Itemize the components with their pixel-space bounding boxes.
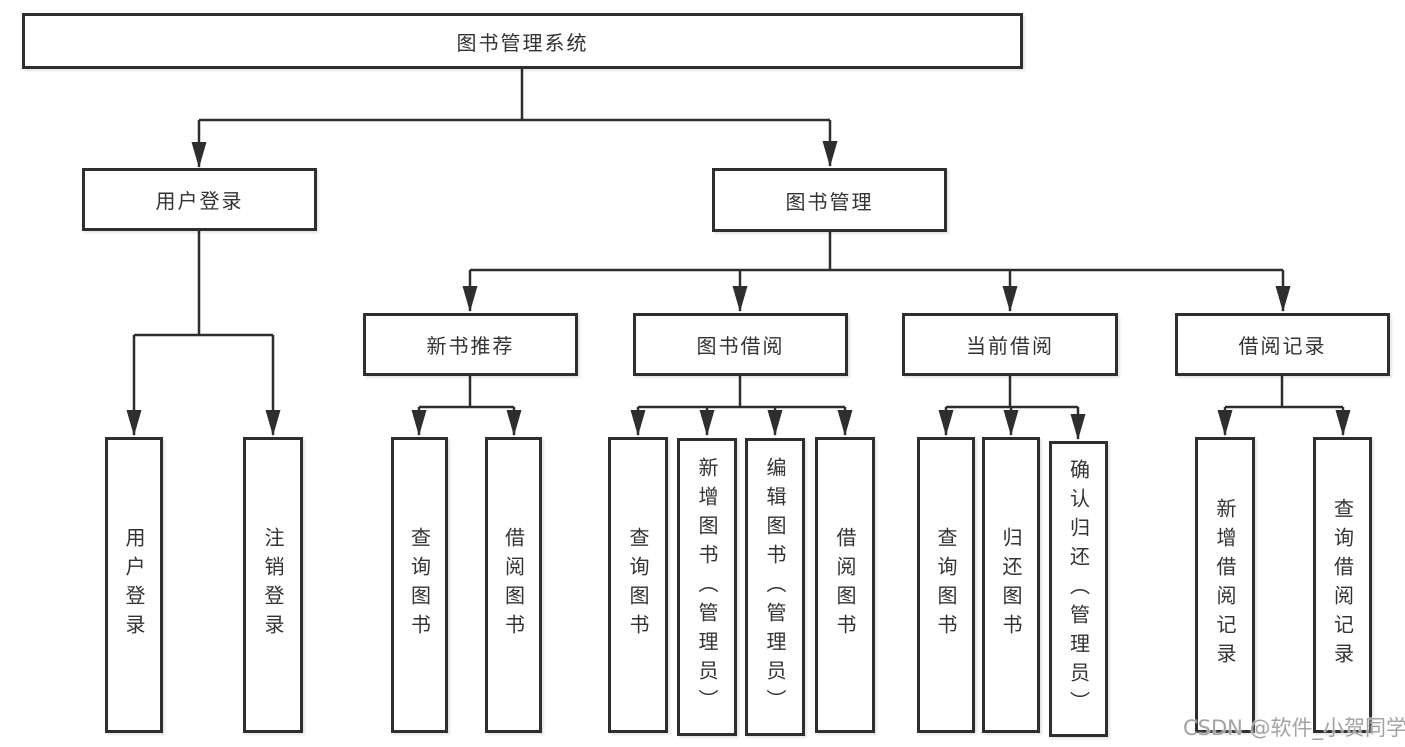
node-user-login: 用户登录 (82, 168, 317, 231)
node-new-book-recommend: 新书推荐 (363, 313, 578, 376)
leaf-edit-books-admin: 编辑图书（管理员） (745, 438, 805, 736)
node-root: 图书管理系统 (22, 13, 1023, 69)
leaf-add-books-admin-label: 新增图书（管理员） (695, 456, 719, 718)
node-borrow-records-label: 借阅记录 (1238, 334, 1327, 358)
leaf-logout: 注销登录 (243, 437, 303, 733)
node-book-management-label: 图书管理 (785, 189, 874, 214)
leaf-query-books-1-label: 查询图书 (407, 527, 432, 643)
leaf-query-books-3: 查询图书 (917, 437, 975, 733)
node-book-borrow-label: 图书借阅 (696, 334, 785, 358)
leaf-query-borrow-record: 查询借阅记录 (1313, 437, 1372, 733)
leaf-return-books-label: 归还图书 (999, 527, 1023, 643)
node-book-management: 图书管理 (712, 168, 947, 232)
leaf-user-login: 用户登录 (105, 437, 163, 733)
leaf-add-borrow-record-label: 新增借阅记录 (1213, 498, 1237, 672)
leaf-borrow-books-1: 借阅图书 (485, 437, 542, 733)
node-current-borrow: 当前借阅 (902, 313, 1118, 376)
leaf-confirm-return-admin-label: 确认归还（管理员） (1066, 458, 1091, 720)
node-book-borrow: 图书借阅 (633, 313, 848, 376)
leaf-confirm-return-admin: 确认归还（管理员） (1049, 441, 1108, 737)
leaf-borrow-books-2: 借阅图书 (815, 437, 875, 733)
leaf-query-books-3-label: 查询图书 (934, 527, 958, 643)
node-new-book-recommend-label: 新书推荐 (426, 334, 515, 358)
csdn-watermark: CSDN @软件_小贺同学 (1183, 716, 1405, 740)
leaf-return-books: 归还图书 (982, 437, 1040, 733)
leaf-logout-label: 注销登录 (261, 527, 285, 643)
leaf-query-books-1: 查询图书 (391, 437, 448, 733)
node-current-borrow-label: 当前借阅 (966, 334, 1054, 358)
node-root-label: 图书管理系统 (456, 30, 589, 55)
node-borrow-records: 借阅记录 (1175, 313, 1390, 376)
leaf-query-books-2-label: 查询图书 (626, 527, 650, 643)
node-user-login-label: 用户登录 (155, 189, 244, 213)
leaf-query-books-2: 查询图书 (608, 437, 668, 733)
leaf-user-login-label: 用户登录 (122, 527, 146, 643)
leaf-query-borrow-record-label: 查询借阅记录 (1330, 498, 1355, 672)
leaf-add-borrow-record: 新增借阅记录 (1195, 437, 1255, 733)
leaf-edit-books-admin-label: 编辑图书（管理员） (763, 456, 787, 718)
leaf-borrow-books-2-label: 借阅图书 (833, 527, 857, 643)
leaf-borrow-books-1-label: 借阅图书 (501, 527, 526, 643)
leaf-add-books-admin: 新增图书（管理员） (677, 438, 737, 736)
